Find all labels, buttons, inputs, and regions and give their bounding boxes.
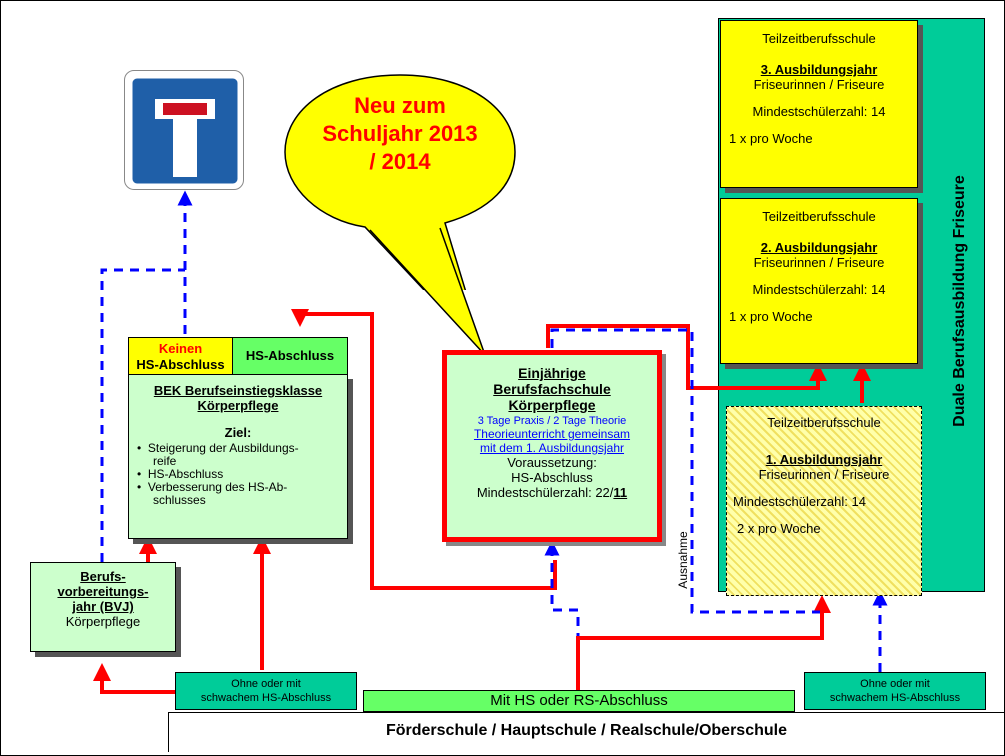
bek-bullet-cont: schlusses <box>153 493 206 507</box>
dead-end-sign-icon <box>124 70 244 190</box>
bottom-middle-box: Mit HS oder RS-Abschluss <box>363 690 795 712</box>
bek-bullets: • Steigerung der Ausbildungs- reife • HS… <box>129 442 347 507</box>
bfs-title3: Körperpflege <box>508 397 596 413</box>
year3-profession: Friseurinnen / Friseure <box>753 77 885 92</box>
year1-title: 1. Ausbildungsjahr <box>765 452 883 467</box>
year2-freq: 1 x pro Woche <box>729 309 813 324</box>
bek-tab-hs: HS-Abschluss <box>232 337 348 375</box>
year2-school: Teilzeitberufsschule <box>762 209 876 224</box>
bvj-title1: Berufs- <box>80 569 126 584</box>
bfs-prereq-label: Voraussetzung: <box>507 455 597 470</box>
bek-bullet-cont: reife <box>153 454 177 468</box>
bek-bullet: • Steigerung der Ausbildungs- <box>137 441 299 455</box>
new-callout-bubble <box>284 74 516 290</box>
year2-min: Mindestschülerzahl: 14 <box>752 282 886 297</box>
bottom-left-box: Ohne oder mit schwachem HS-Abschluss <box>175 672 357 710</box>
year2-title: 2. Ausbildungsjahr <box>760 240 878 255</box>
exception-label: Ausnahme <box>676 531 690 589</box>
year3-min: Mindestschülerzahl: 14 <box>752 104 886 119</box>
bvj-title3: jahr (BVJ) <box>72 599 134 614</box>
bfs-box: Einjährige Berufsfachschule Körperpflege… <box>442 350 662 542</box>
bek-tab-keinen: Keinen HS-Abschluss <box>128 337 233 375</box>
year2-profession: Friseurinnen / Friseure <box>753 255 885 270</box>
bvj-subtitle: Körperpflege <box>65 614 141 629</box>
bfs-theory-link2: mit dem 1. Ausbildungsjahr <box>479 441 625 455</box>
bek-subtitle: Körperpflege <box>197 398 279 413</box>
year3-box: Teilzeitberufsschule 3. Ausbildungsjahr … <box>720 20 918 188</box>
bfs-title2: Berufsfachschule <box>493 381 611 397</box>
bottom-right-box: Ohne oder mit schwachem HS-Abschluss <box>804 672 986 710</box>
bfs-theory-link: Theorieunterricht gemeinsam <box>473 427 631 441</box>
bfs-title1: Einjährige <box>518 365 586 381</box>
callout-text: Neu zum Schuljahr 2013 / 2014 <box>322 93 478 174</box>
year1-box: Teilzeitberufsschule 1. Ausbildungsjahr … <box>726 406 922 596</box>
bvj-title2: vorbereitungs- <box>57 584 149 599</box>
bfs-min: Mindestschülerzahl: 22/11 <box>476 485 628 500</box>
year3-school: Teilzeitberufsschule <box>762 31 876 46</box>
bek-bullet: • Verbesserung des HS-Ab- <box>137 480 288 494</box>
year1-profession: Friseurinnen / Friseure <box>758 467 890 482</box>
year3-title: 3. Ausbildungsjahr <box>760 62 878 77</box>
bfs-prereq: HS-Abschluss <box>511 470 593 485</box>
school-types-bar: Förderschule / Hauptschule / Realschule/… <box>168 712 1004 752</box>
year3-freq: 1 x pro Woche <box>729 131 813 146</box>
bek-title: BEK Berufseinstiegsklasse <box>153 383 323 398</box>
bvj-box: Berufs- vorbereitungs- jahr (BVJ) Körper… <box>30 562 176 652</box>
bek-box: BEK Berufseinstiegsklasse Körperpflege Z… <box>128 374 348 539</box>
year1-freq: 2 x pro Woche <box>737 521 821 536</box>
year1-school: Teilzeitberufsschule <box>767 415 881 430</box>
bfs-praxis: 3 Tage Praxis / 2 Tage Theorie <box>477 415 627 427</box>
bek-bullet: • HS-Abschluss <box>137 467 224 481</box>
year2-box: Teilzeitberufsschule 2. Ausbildungsjahr … <box>720 198 918 364</box>
year1-min: Mindestschülerzahl: 14 <box>733 494 866 509</box>
bek-goal: Ziel: <box>224 425 252 440</box>
